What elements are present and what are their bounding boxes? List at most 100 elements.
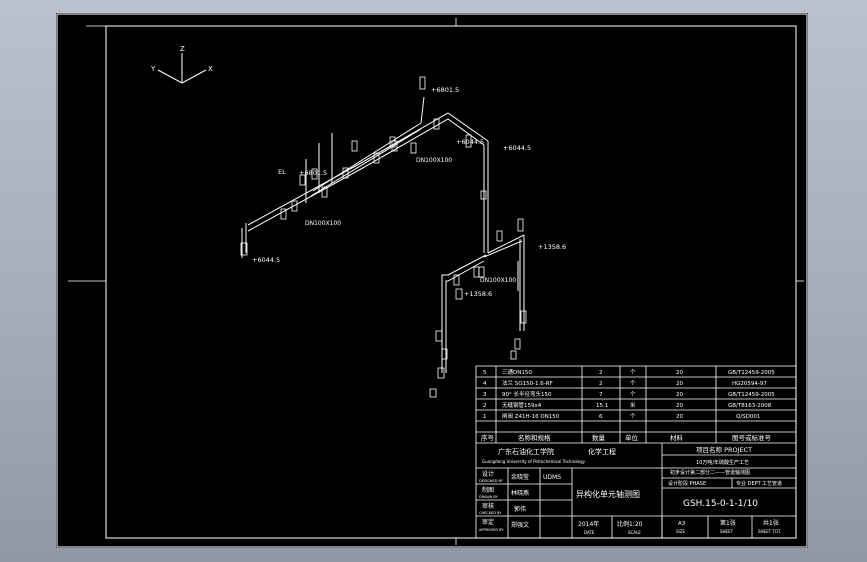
axis-y-label: Y (150, 65, 156, 73)
role-name: 林晓燕 (511, 489, 529, 497)
bom-row-unit: 个 (630, 391, 636, 398)
bom-row-material: 20 (676, 414, 683, 420)
bom-row-no: 4 (483, 381, 487, 387)
bom-row-name: 闸阀 Z41H-16 DN150 (502, 412, 560, 420)
role-cn: 审核 (482, 502, 494, 510)
bom-row-material: 20 (676, 403, 683, 409)
bom-header-material: 材料 (670, 433, 684, 442)
bom-row: 5 三通DN150 2 个 20 GB/T12459-2005 (483, 368, 775, 376)
bom-row: 4 法兰 SO150-1.6-RF 2 个 20 HG20594-97 (483, 379, 767, 387)
axis-indicator (157, 53, 207, 84)
role-cn: 制图 (482, 486, 494, 494)
elevation-label-1: +6801.5 (431, 86, 459, 94)
outer-frame (56, 13, 808, 548)
inner-frame (105, 25, 797, 539)
bom-row-name: 法兰 SO150-1.6-RF (502, 379, 553, 387)
bom-header-name: 名称和规格 (518, 433, 551, 442)
bom-row-name: 无缝钢管159x4 (502, 401, 542, 409)
project-label: 项目名称 PROJECT (696, 445, 752, 454)
bom-header-no: 序号 (481, 433, 495, 442)
scale-label: SCALE (628, 530, 641, 535)
bom-row-standard: HG20594-97 (732, 381, 767, 387)
drawing-sheet: Z Y X (56, 13, 808, 548)
bom-row-unit: 个 (630, 413, 636, 420)
role-name: 郑强文 (511, 521, 529, 529)
bom-row-standard: Q/SD001 (736, 414, 760, 420)
role-cn: 审定 (482, 518, 494, 526)
bom-row-standard: GB/T12459-2005 (728, 392, 775, 398)
role-row: 设计 DESIGNED BY 余晓莹 UDMS (479, 470, 561, 483)
role-en: APPROVED BY (479, 528, 504, 532)
bom-row-material: 20 (676, 392, 683, 398)
sheet-label: SHEET (720, 529, 734, 534)
role-row: 制图 DRAWN BY 林晓燕 (479, 486, 529, 499)
role-cn: 设计 (482, 470, 494, 478)
elevation-label-4: +6044.5 (503, 144, 531, 152)
sheet-value: 第1张 (720, 519, 736, 527)
el-prefix-label: EL (278, 168, 286, 176)
bom-row-name: 90° 长半径弯头150 (502, 390, 552, 398)
drawing-title: 异构化单元轴测图 (576, 489, 640, 499)
axis-x-label: X (208, 65, 213, 73)
scale-value: 比例1:20 (617, 520, 643, 528)
bom-row-no: 1 (483, 414, 487, 420)
bom-row: 1 闸阀 Z41H-16 DN150 6 个 20 Q/SD001 (483, 412, 760, 420)
bom-row-standard: GB/T8163-2008 (728, 403, 772, 409)
bom-row-qty: 2 (599, 381, 603, 387)
bom-row-unit: 个 (630, 380, 636, 387)
company-name-en: Guangdong University of Petrochemical Te… (482, 459, 586, 464)
role-en: DESIGNED BY (479, 479, 504, 483)
elevation-label-6: +1358.6 (538, 243, 566, 251)
role-en: DRAWN BY (479, 495, 499, 499)
role-en: CHECKED BY (479, 511, 502, 515)
bom-row-unit: 米 (630, 401, 636, 409)
bom-row-no: 3 (483, 392, 487, 398)
elevation-label-7: +1358.6 (464, 290, 492, 298)
axis-z-label: Z (180, 45, 185, 53)
role-name: 余晓莹 (511, 473, 529, 481)
company-dept: 化学工程 (588, 447, 616, 456)
bom-row-qty: 6 (599, 414, 603, 420)
frame-marks (68, 18, 804, 545)
project-line-2: 初步设计第二部分二——管道轴测图 (670, 469, 750, 476)
dept-value: 工艺管道 (762, 480, 782, 487)
bom-row-qty: 2 (599, 370, 603, 376)
bom-row-qty: 15.1 (596, 403, 608, 409)
reducer-label-3: DN100X100 (480, 277, 516, 284)
date-label: DATE (584, 530, 595, 535)
bom-row-qty: 7 (599, 392, 603, 398)
project-line-1: 10万吨/年硫酸生产工艺 (696, 459, 749, 466)
bom-row: 2 无缝钢管159x4 15.1 米 20 GB/T8163-2008 (483, 401, 772, 409)
role-name: 郭伟 (514, 505, 526, 513)
elevation-label-3: +6044.5 (456, 138, 484, 146)
title-block-grid (475, 365, 797, 539)
elevation-label-5: +6044.5 (252, 256, 280, 264)
total-value: 共1张 (763, 519, 779, 527)
bom-header-unit: 单位 (625, 433, 639, 442)
company-name-cn: 广东石油化工学院 (498, 447, 554, 456)
size-value: A3 (678, 521, 686, 527)
bom-header-standard: 图号或标准号 (732, 433, 772, 442)
total-label: SHEET TOT. (758, 529, 781, 534)
fittings (240, 76, 527, 398)
size-label: SIZE (676, 529, 685, 534)
drawing-number: GSH.15-0-1-1/10 (683, 499, 758, 509)
stage-label: 设计阶段 PHASE (668, 480, 706, 487)
reducer-label-2: DN100X100 (305, 220, 341, 227)
bom-row-material: 20 (676, 370, 683, 376)
bom-row-no: 5 (483, 370, 487, 376)
bom-header-qty: 数量 (592, 433, 606, 442)
bom-row-unit: 个 (630, 369, 636, 376)
bom-row-material: 20 (676, 381, 683, 387)
role-row: 审定 APPROVED BY 郑强文 (479, 518, 529, 532)
bom-row-name: 三通DN150 (502, 368, 532, 376)
dept-label: 专业 DEPT (736, 480, 762, 487)
isometric-drawing: Z Y X (56, 13, 808, 548)
bom-row-standard: GB/T12459-2005 (728, 370, 775, 376)
bom-row-no: 2 (483, 403, 487, 409)
role-sign: UDMS (543, 474, 561, 481)
elevation-label-2: +6801.5 (299, 169, 327, 177)
reducer-label-1: DN100X100 (416, 157, 452, 164)
bom-row: 3 90° 长半径弯头150 7 个 20 GB/T12459-2005 (483, 390, 775, 398)
pipe-network (241, 96, 525, 373)
